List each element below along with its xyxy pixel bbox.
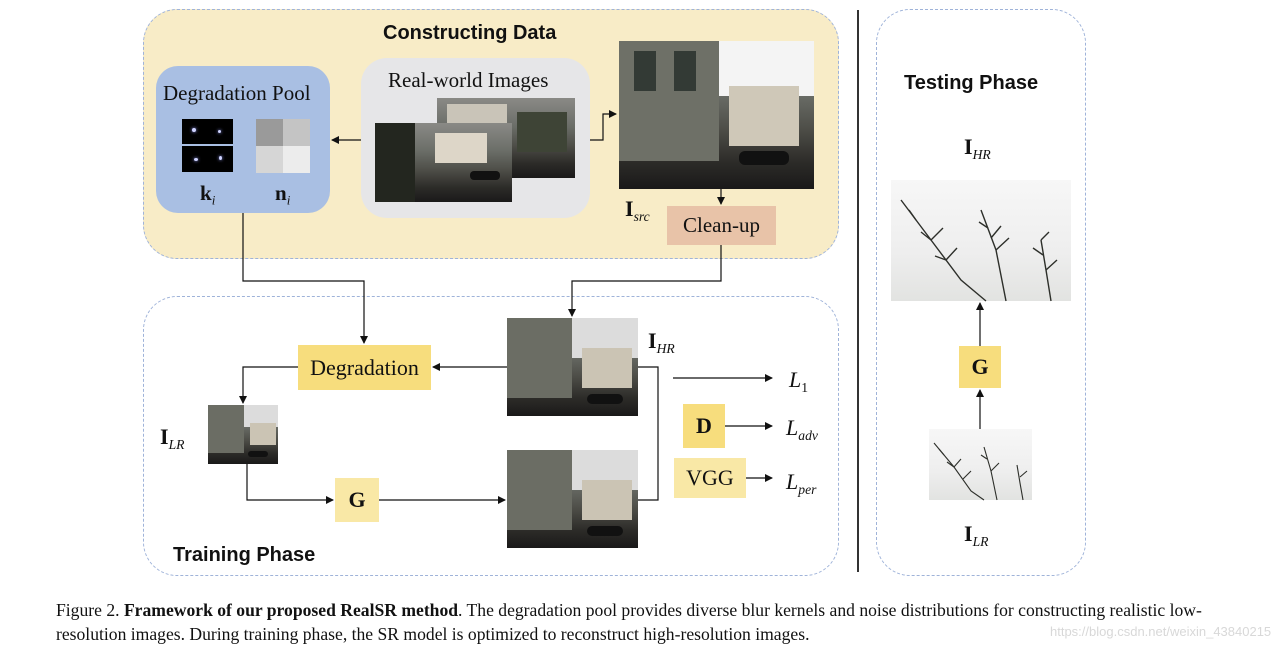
blur-kernel-tile-bottom [182, 146, 233, 172]
source-photo [619, 41, 814, 189]
noise-symbol: ni [275, 181, 291, 208]
training-sr-photo [507, 450, 638, 548]
training-hr-photo [507, 318, 638, 416]
phase-divider [857, 10, 859, 572]
real-world-photo-front [375, 123, 512, 202]
blur-kernel-tile-top [182, 119, 233, 144]
degradation-module: Degradation [298, 345, 431, 390]
testing-hr-photo [891, 180, 1071, 302]
testing-phase-panel [876, 9, 1086, 576]
source-image-symbol: Isrc [625, 196, 650, 224]
figure-caption: Figure 2. Framework of our proposed Real… [56, 598, 1216, 646]
watermark: https://blog.csdn.net/weixin_43840215 [1050, 624, 1271, 639]
loss-l1: L1 [789, 367, 809, 395]
cleanup-module: Clean-up [667, 206, 776, 245]
training-lr-photo [208, 405, 278, 464]
training-generator-module: G [335, 478, 379, 522]
loss-adv: Ladv [786, 415, 818, 443]
testing-generator-module: G [959, 346, 1001, 388]
testing-phase-title: Testing Phase [904, 72, 1039, 94]
training-phase-title: Training Phase [173, 544, 316, 566]
testing-hr-symbol: IHR [964, 134, 991, 162]
testing-lr-photo [929, 429, 1032, 501]
degradation-pool-label: Degradation Pool [163, 81, 311, 105]
caption-bold: Framework of our proposed RealSR method [123, 600, 459, 620]
training-hr-symbol: IHR [648, 328, 675, 356]
discriminator-module: D [683, 404, 725, 448]
caption-rest: . The degradation pool provides diverse … [56, 600, 1202, 644]
noise-patch-grid [256, 119, 310, 173]
loss-per: Lper [786, 469, 817, 497]
training-lr-symbol: ILR [160, 424, 185, 452]
constructing-data-title: Constructing Data [383, 22, 557, 44]
vgg-module: VGG [674, 458, 746, 498]
real-world-images-label: Real-world Images [388, 68, 549, 92]
kernel-symbol: ki [200, 181, 216, 208]
caption-prefix: Figure 2. [56, 600, 124, 620]
testing-lr-symbol: ILR [964, 521, 989, 549]
training-phase-panel [143, 296, 839, 576]
